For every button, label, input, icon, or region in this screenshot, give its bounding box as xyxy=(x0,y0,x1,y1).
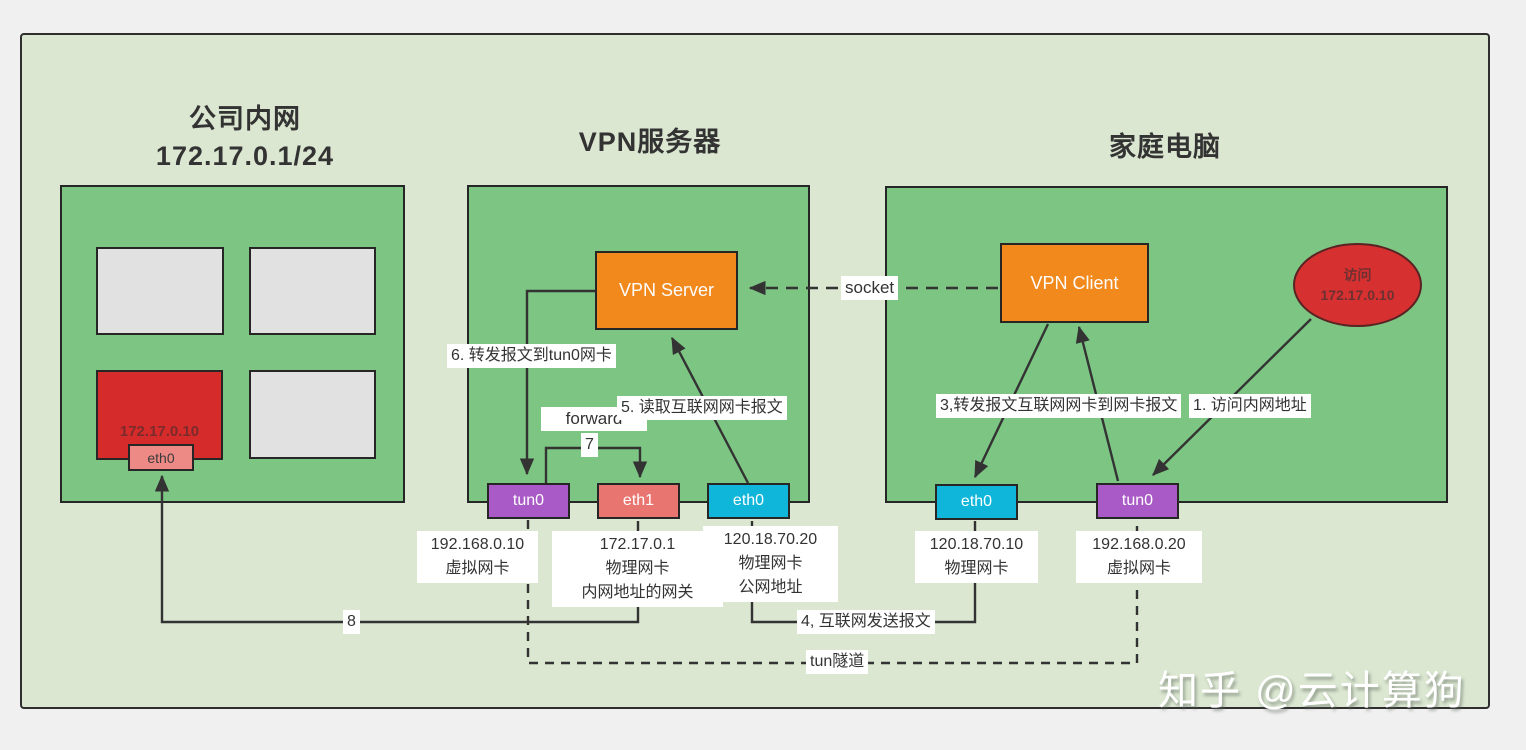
server-eth1-type: 物理网卡 xyxy=(605,560,670,577)
tun-tunnel-label: tun隧道 xyxy=(806,650,869,674)
company-title: 公司内网 172.17.0.1/24 xyxy=(95,101,395,175)
step1-label: 1. 访问内网地址 xyxy=(1189,394,1311,418)
server-eth0-info: 120.18.70.20 物理网卡 公网地址 xyxy=(703,526,838,602)
server-tun0-nic: tun0 xyxy=(487,483,570,519)
host-box xyxy=(249,370,376,459)
home-title: 家庭电脑 xyxy=(1109,132,1221,162)
home-tun0-type: 虚拟网卡 xyxy=(1106,560,1171,577)
watermark: 知乎 @云计算狗 xyxy=(1158,669,1466,713)
access-target-ellipse: 访问 172.17.0.10 xyxy=(1293,243,1422,327)
host-box xyxy=(96,247,224,335)
step8-label: 8 xyxy=(343,610,360,634)
step6-label: 6. 转发报文到tun0网卡 xyxy=(447,344,616,368)
home-network-box xyxy=(885,186,1448,503)
access-label-line1: 访问 xyxy=(1343,267,1372,283)
company-title-line1: 公司内网 xyxy=(189,104,301,134)
server-tun0-info: 192.168.0.10 虚拟网卡 xyxy=(417,531,538,583)
home-tun0-nic: tun0 xyxy=(1096,483,1179,519)
server-eth0-ip: 120.18.70.20 xyxy=(723,531,818,548)
vpn-server-box: VPN Server xyxy=(595,251,738,330)
vpn-server-title: VPN服务器 xyxy=(578,127,722,157)
vpn-client-box: VPN Client xyxy=(1000,243,1149,323)
server-eth1-ip: 172.17.0.1 xyxy=(599,536,676,553)
access-label-line2: 172.17.0.10 xyxy=(1320,287,1395,303)
home-eth0-nic: eth0 xyxy=(935,484,1018,520)
server-tun0-ip: 192.168.0.10 xyxy=(430,536,525,553)
server-eth0-type: 物理网卡 xyxy=(738,555,803,572)
home-eth0-ip: 120.18.70.10 xyxy=(929,536,1024,553)
host-box xyxy=(249,247,376,335)
server-eth0-nic: eth0 xyxy=(707,483,790,519)
target-host-ip: 172.17.0.10 xyxy=(119,423,200,440)
server-eth1-info: 172.17.0.1 物理网卡 内网地址的网关 xyxy=(552,531,723,607)
company-subnet: 172.17.0.1/24 xyxy=(155,141,335,171)
home-tun0-ip: 192.168.0.20 xyxy=(1092,536,1186,553)
server-eth0-role: 公网地址 xyxy=(738,579,803,596)
server-tun0-type: 虚拟网卡 xyxy=(445,560,510,577)
home-eth0-type: 物理网卡 xyxy=(944,560,1009,577)
socket-label: socket xyxy=(841,276,899,300)
company-eth0-nic: eth0 xyxy=(128,444,194,471)
step5-label: 5. 读取互联网网卡报文 xyxy=(617,396,787,420)
step7-label: 7 xyxy=(581,433,598,457)
server-eth1-nic: eth1 xyxy=(597,483,680,519)
home-eth0-info: 120.18.70.10 物理网卡 xyxy=(915,531,1038,583)
server-eth1-role: 内网地址的网关 xyxy=(581,584,694,601)
step6-arrow xyxy=(519,289,595,476)
tun-tunnel-dashed-line xyxy=(526,520,1139,665)
step3-label: 3,转发报文互联网网卡到网卡报文 xyxy=(936,394,1182,418)
home-tun0-info: 192.168.0.20 虚拟网卡 xyxy=(1076,531,1202,583)
step4-label: 4, 互联网发送报文 xyxy=(797,610,935,634)
